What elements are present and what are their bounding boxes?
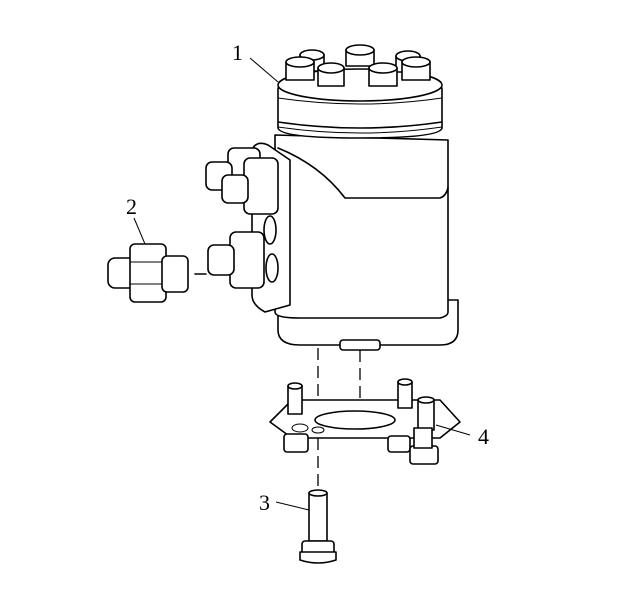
- part-3-bolt: [299, 489, 337, 564]
- callout-label-4: 4: [478, 424, 489, 449]
- callout-label-3: 3: [259, 490, 270, 515]
- part-4-flange-plate: [269, 378, 461, 465]
- part-1-steering-unit: [251, 68, 459, 351]
- callout-label-2: 2: [126, 194, 137, 219]
- assembly-lines: [317, 348, 361, 490]
- callout-label-1: 1: [232, 40, 243, 65]
- port-fittings: [205, 147, 279, 289]
- part-2-fitting: [107, 243, 207, 303]
- leader-lines: [133, 57, 471, 511]
- cap-bolts: [285, 44, 431, 87]
